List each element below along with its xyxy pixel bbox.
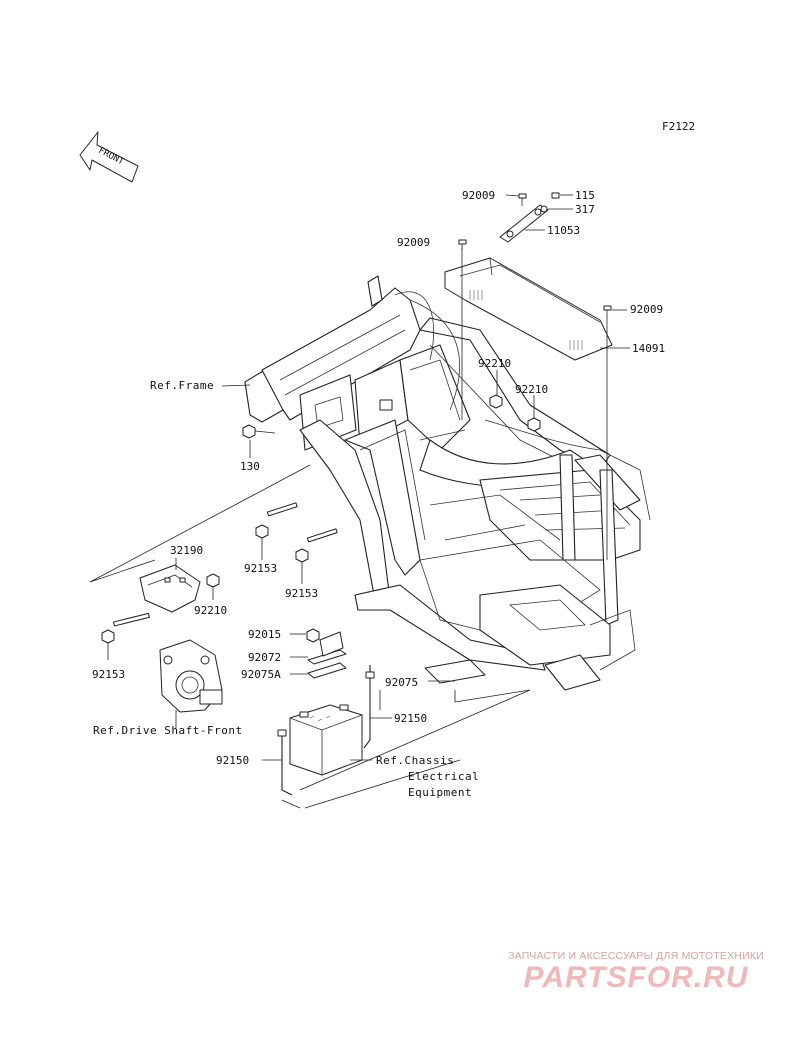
bolt-92009-top — [518, 193, 527, 206]
front-differential — [159, 639, 223, 728]
label-92150-a: 92150 — [394, 712, 427, 725]
pad-92075 — [424, 659, 486, 684]
label-92210-c: 92210 — [194, 604, 227, 617]
bracket-11053 — [499, 204, 549, 243]
label-92015: 92015 — [248, 628, 281, 641]
label-92150-b: 92150 — [216, 754, 249, 767]
nut-92210-b — [527, 417, 541, 432]
label-92072: 92072 — [248, 651, 281, 664]
figure-code: F2122 — [662, 120, 695, 133]
label-ref-frame: Ref.Frame — [150, 379, 214, 392]
leader-lines — [89, 194, 630, 809]
label-92009-a: 92009 — [462, 189, 495, 202]
watermark-tagline: ЗАПЧАСТИ И АКСЕССУАРЫ ДЛЯ МОТОТЕХНИКИ — [508, 950, 764, 962]
nut-92015 — [306, 628, 320, 643]
pad-92075A — [307, 662, 347, 679]
bracket-32190 — [139, 564, 201, 613]
label-92075A: 92075A — [241, 668, 281, 681]
bolt-92009-mid — [458, 239, 467, 250]
strap-bar — [319, 631, 344, 657]
bolt-92009-right — [603, 305, 612, 318]
cover-panel-14091 — [444, 257, 613, 361]
bolt-115 — [551, 192, 560, 199]
watermark-logo: PARTSFOR.RU — [523, 961, 749, 994]
label-32190: 32190 — [170, 544, 203, 557]
label-ref-chassis-1: Ref.Chassis — [376, 754, 454, 767]
watermark: ЗАПЧАСТИ И АКСЕССУАРЫ ДЛЯ МОТОТЕХНИКИ PA… — [486, 950, 786, 994]
bolt-92153-b — [295, 528, 338, 563]
bolt-130 — [242, 424, 276, 439]
label-14091: 14091 — [632, 342, 665, 355]
label-130: 130 — [240, 460, 260, 473]
washer-317 — [540, 205, 548, 213]
label-92009-c: 92009 — [630, 303, 663, 316]
label-92210-b: 92210 — [515, 383, 548, 396]
vehicle-frame — [244, 275, 651, 691]
label-92153-a: 92153 — [244, 562, 277, 575]
label-ref-drive-shaft: Ref.Drive Shaft-Front — [93, 724, 243, 737]
nut-92210-a — [489, 394, 503, 409]
label-317: 317 — [575, 203, 595, 216]
bolt-92153-c — [101, 612, 150, 644]
label-115: 115 — [575, 189, 595, 202]
label-ref-chassis-3: Equipment — [408, 786, 472, 799]
bolt-92153-a — [255, 502, 298, 539]
rod-92150-right — [363, 665, 375, 749]
battery — [289, 704, 363, 776]
label-92009-b: 92009 — [397, 236, 430, 249]
label-ref-chassis-2: Electrical — [408, 770, 479, 783]
front-direction-arrow: FRONT — [79, 131, 139, 183]
label-92210-a: 92210 — [478, 357, 511, 370]
label-11053: 11053 — [547, 224, 580, 237]
nut-92210-c — [206, 573, 220, 588]
label-92075: 92075 — [385, 676, 418, 689]
label-92153-c: 92153 — [92, 668, 125, 681]
label-92153-b: 92153 — [285, 587, 318, 600]
